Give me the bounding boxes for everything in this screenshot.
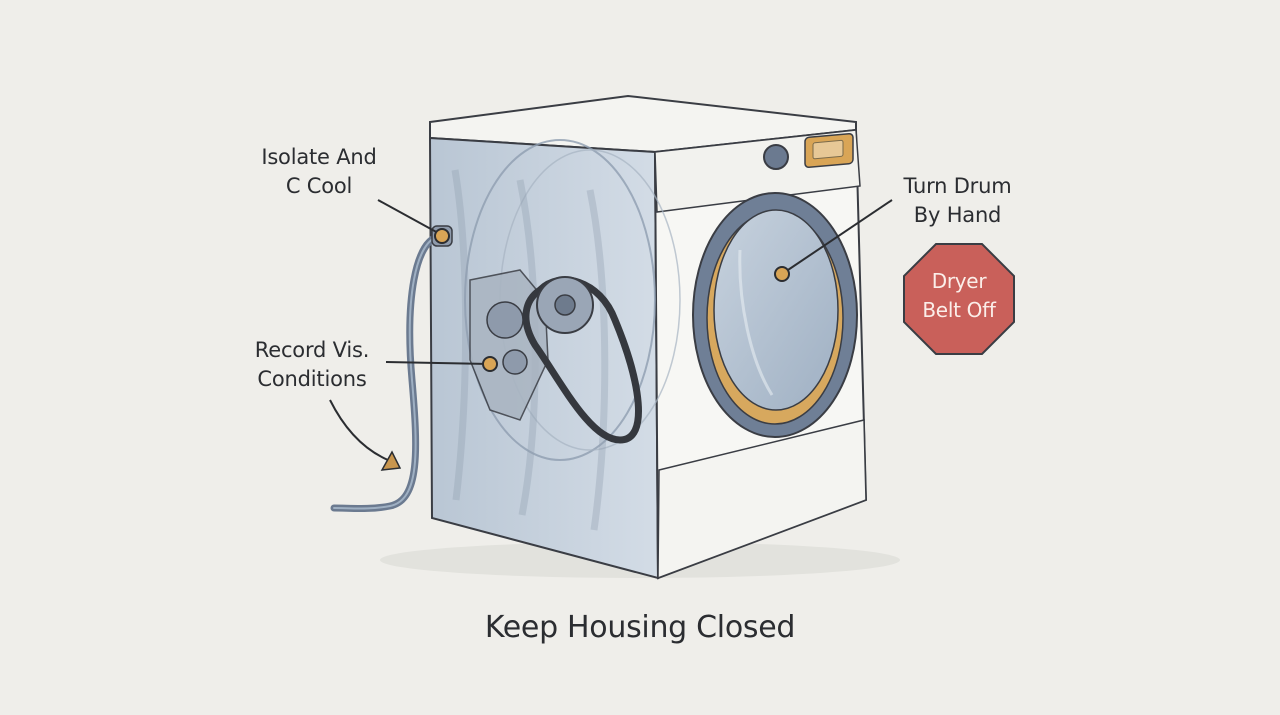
motor-hub xyxy=(486,301,524,339)
drum-ghost xyxy=(464,139,656,461)
stop-sign-label: Dryer Belt Off xyxy=(903,267,1015,325)
idler-pulley xyxy=(502,349,528,375)
base-kick-panel xyxy=(657,419,867,580)
belt-pulley-hub xyxy=(554,294,576,316)
callout-turn-drum: Turn Drum By Hand xyxy=(880,172,1035,230)
leader-turn xyxy=(781,199,893,275)
drum-rib xyxy=(451,169,470,501)
marker-record xyxy=(482,356,498,372)
door-glass xyxy=(713,209,839,411)
leader-record xyxy=(385,361,491,365)
callout-line: Turn Drum xyxy=(903,174,1012,198)
diagram-caption: Keep Housing Closed xyxy=(484,610,796,645)
callout-line: C Cool xyxy=(285,174,353,198)
glass-reflection xyxy=(738,249,774,396)
callout-line: Isolate And xyxy=(261,145,377,169)
stop-sign-line: Belt Off xyxy=(922,298,996,322)
callout-line: Record Vis. xyxy=(254,338,370,362)
callout-record-conditions: Record Vis. Conditions xyxy=(226,336,398,394)
callout-line: By Hand xyxy=(913,203,1002,227)
leader-isolate xyxy=(377,199,441,235)
display-screen xyxy=(812,139,844,160)
callout-line: Conditions xyxy=(257,367,367,391)
marker-isolate xyxy=(434,228,450,244)
stop-sign-icon xyxy=(903,243,1015,355)
arrowhead-icon xyxy=(380,450,402,471)
power-cord-highlight xyxy=(333,235,441,510)
marker-turn xyxy=(774,266,790,282)
drum-rib xyxy=(586,189,609,531)
stop-sign-line: Dryer xyxy=(931,269,987,293)
callout-isolate-and-cool: Isolate And C Cool xyxy=(244,143,394,201)
control-knob xyxy=(763,144,789,170)
leader-record-arrow xyxy=(329,399,389,461)
dryer-belt xyxy=(522,276,642,444)
